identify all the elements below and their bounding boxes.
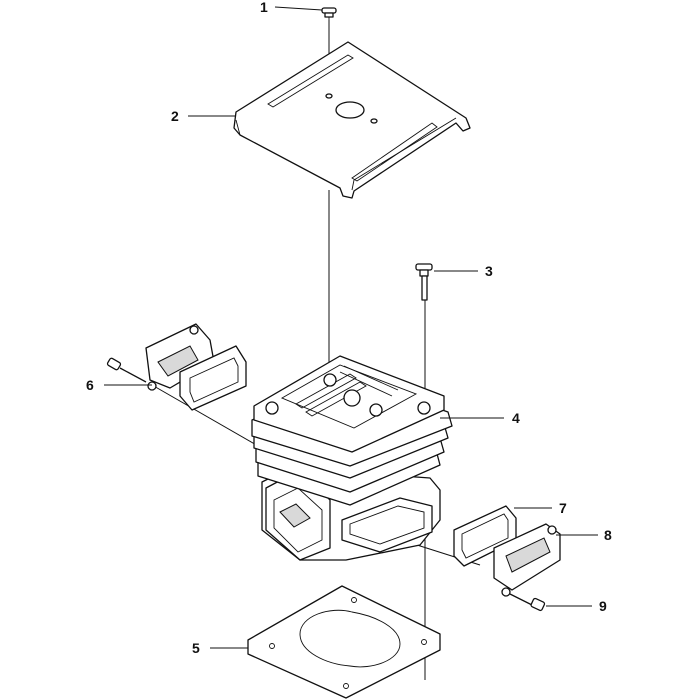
callout-5: 5 (192, 640, 200, 656)
callout-3: 3 (485, 263, 493, 279)
screw-part-9 (509, 593, 546, 612)
cover-plate-part-2 (233, 41, 471, 199)
callout-6: 6 (86, 377, 94, 393)
base-gasket-part-5 (247, 585, 441, 699)
callout-1: 1 (260, 0, 268, 15)
callout-4: 4 (512, 410, 520, 426)
intake-flange-right-part-8 (493, 523, 561, 597)
bolt-part-3 (415, 263, 433, 301)
intake-gasket-left (179, 345, 247, 411)
callout-7: 7 (559, 500, 567, 516)
callout-8: 8 (604, 527, 612, 543)
screw-part-1 (321, 7, 337, 22)
callout-2: 2 (171, 108, 179, 124)
screw-part-6 (106, 357, 147, 383)
leader-line-1 (274, 6, 323, 11)
callout-9: 9 (599, 598, 607, 614)
cylinder-part-4 (251, 355, 453, 561)
